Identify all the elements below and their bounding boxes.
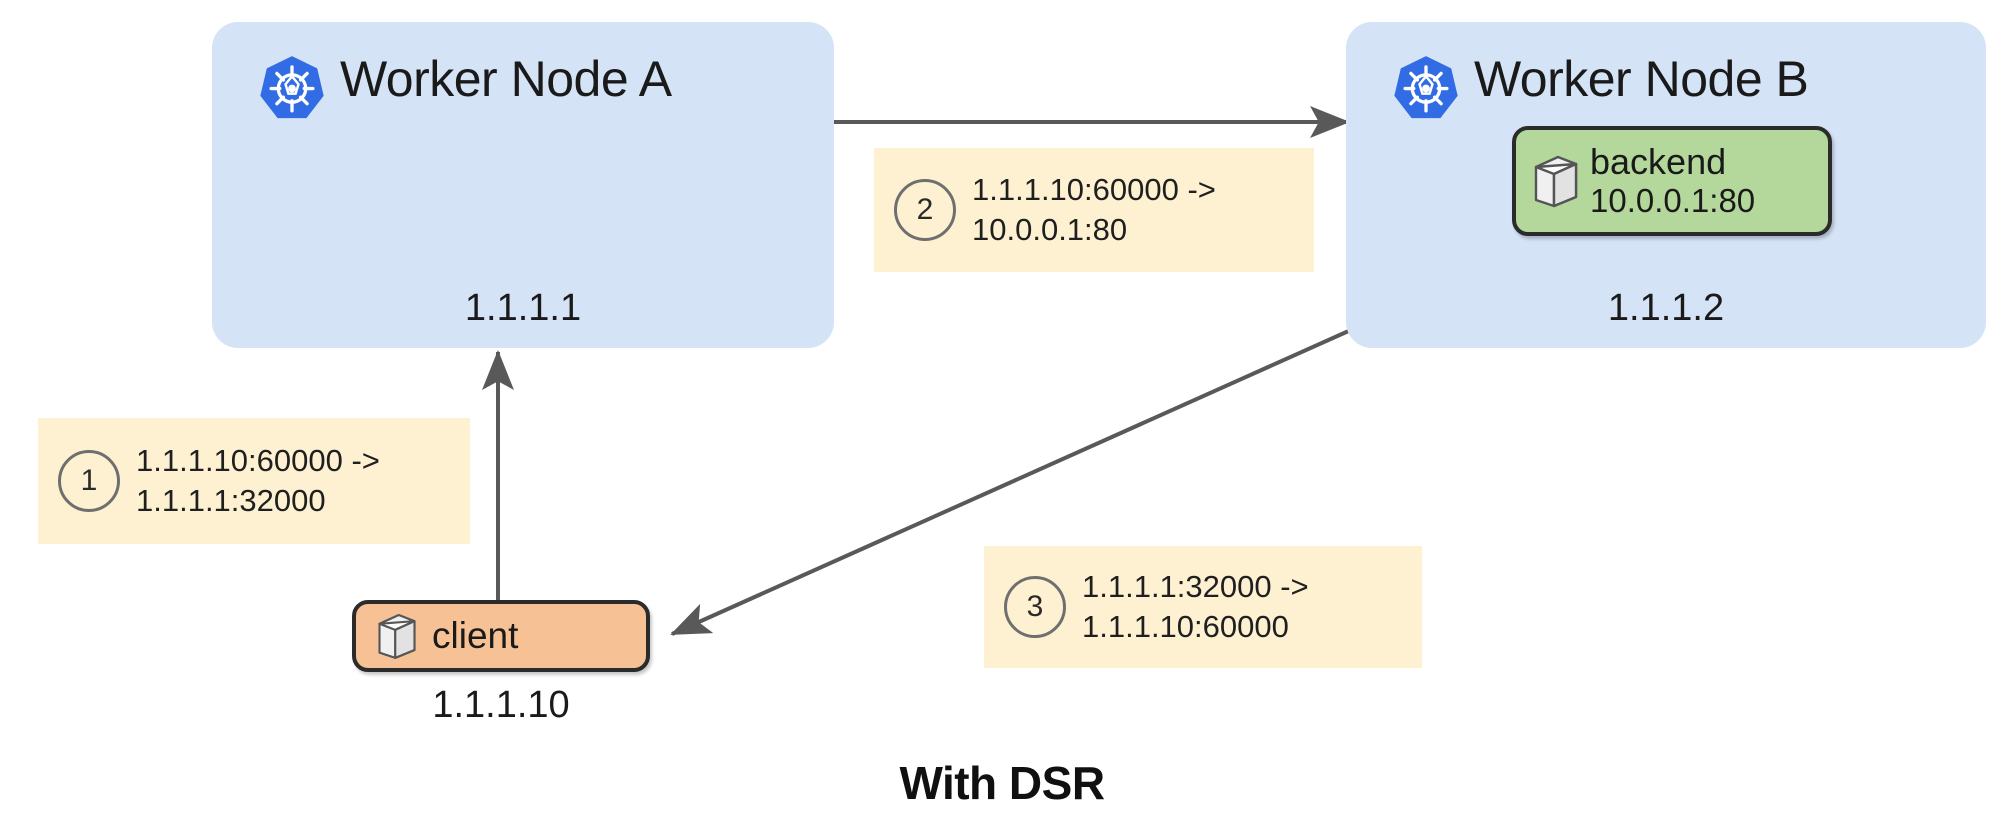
callout-step-1: 1 1.1.1.10:60000 -> 1.1.1.1:32000 <box>38 418 470 544</box>
backend-pod-box[interactable]: backend 10.0.0.1:80 <box>1512 126 1832 236</box>
callout-3-line-1: 1.1.1.1:32000 -> <box>1082 569 1309 605</box>
client-ip-label: 1.1.1.10 <box>432 684 570 726</box>
worker-node-a-box: Worker Node A 1.1.1.1 <box>212 22 834 348</box>
callout-2-line-1: 1.1.1.10:60000 -> <box>972 172 1216 208</box>
callout-1-number: 1 <box>58 450 120 512</box>
callout-2-number: 2 <box>894 179 956 241</box>
pod-cube-icon <box>1534 155 1578 208</box>
worker-node-a-title: Worker Node A <box>340 51 672 107</box>
callout-1-line-1: 1.1.1.10:60000 -> <box>136 443 380 479</box>
worker-node-b-ip: 1.1.1.2 <box>1607 287 1725 329</box>
callout-3-lines: 1.1.1.1:32000 -> 1.1.1.10:60000 <box>1082 567 1309 646</box>
callout-2-line-2: 10.0.0.1:80 <box>972 212 1128 247</box>
callout-1-line-2: 1.1.1.1:32000 <box>136 483 326 518</box>
backend-pod-ip: 10.0.0.1:80 <box>1590 181 1756 219</box>
callout-1-lines: 1.1.1.10:60000 -> 1.1.1.1:32000 <box>136 441 380 520</box>
callout-3-line-2: 1.1.1.10:60000 <box>1082 609 1289 644</box>
pod-cube-icon <box>378 613 416 659</box>
client-pod-box[interactable]: client <box>352 600 650 672</box>
client-pod-text: client <box>428 615 518 656</box>
callout-step-2: 2 1.1.1.10:60000 -> 10.0.0.1:80 <box>874 148 1314 272</box>
callout-2-lines: 1.1.1.10:60000 -> 10.0.0.1:80 <box>972 170 1216 249</box>
diagram-caption: With DSR <box>899 757 1105 809</box>
backend-pod-name: backend <box>1590 141 1727 183</box>
callout-step-3: 3 1.1.1.1:32000 -> 1.1.1.10:60000 <box>984 546 1422 668</box>
backend-pod-text: backend 10.0.0.1:80 <box>1590 142 1755 219</box>
kubernetes-icon <box>260 56 324 119</box>
callout-3-number: 3 <box>1004 576 1066 638</box>
client-pod-name: client <box>432 615 519 657</box>
worker-node-a-ip: 1.1.1.1 <box>464 287 582 329</box>
worker-node-b-title: Worker Node B <box>1474 51 1809 107</box>
kubernetes-icon <box>1394 56 1458 119</box>
